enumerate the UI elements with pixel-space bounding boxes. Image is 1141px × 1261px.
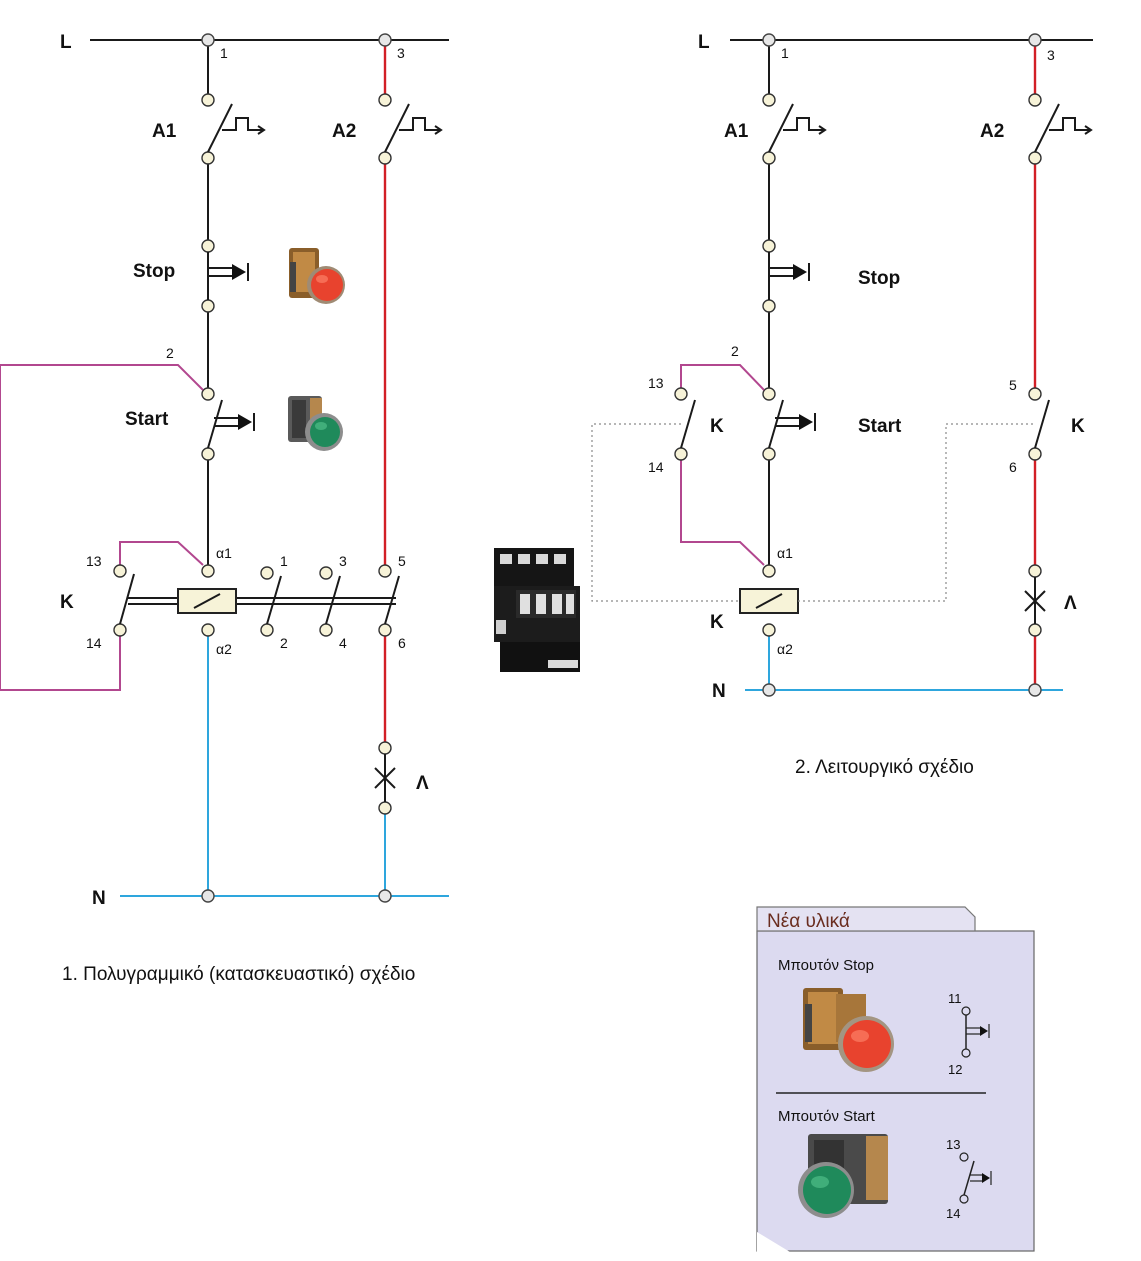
multiline-diagram: L N 1 3 A1 A2 bbox=[0, 32, 449, 985]
stop-label-2: Stop bbox=[858, 268, 900, 289]
k-coil: α1 α2 K bbox=[710, 545, 799, 657]
start-label-2: Start bbox=[858, 416, 902, 437]
wire-2-label: 2 bbox=[166, 345, 174, 361]
a1-timer-switch: A1 bbox=[152, 93, 266, 165]
node-3-label: 3 bbox=[397, 45, 405, 61]
node-3-label-2: 3 bbox=[1047, 47, 1055, 63]
lamp-label: Λ bbox=[416, 773, 429, 794]
contact-1-label: 1 bbox=[280, 553, 288, 569]
caption-2: 2. Λειτουργικό σχέδιο bbox=[795, 757, 974, 778]
n-label: N bbox=[92, 888, 106, 909]
new-materials-panel: Νέα υλικά Μπουτόν Stop 11 12 Μπουτόν Sta… bbox=[756, 906, 1035, 1252]
stop-button-photo bbox=[803, 988, 894, 1072]
k-right-label: K bbox=[1071, 416, 1085, 437]
stop-pushbutton-symbol: Stop bbox=[133, 239, 249, 313]
stop-t12-label: 12 bbox=[948, 1062, 962, 1077]
contactor-icon bbox=[494, 548, 580, 672]
start-button-photo bbox=[798, 1134, 888, 1218]
k-main-contact: 5 6 K bbox=[1009, 377, 1085, 475]
self-hold-wire-inner bbox=[119, 541, 204, 571]
a2-label: A2 bbox=[332, 121, 356, 142]
mechanical-link-right bbox=[798, 423, 1035, 602]
k-coil-label: K bbox=[710, 612, 724, 633]
wire-2-label-2: 2 bbox=[731, 343, 739, 359]
a1-label-2: A1 bbox=[724, 121, 749, 142]
contact-5-label: 5 bbox=[398, 553, 406, 569]
node-3-2 bbox=[1028, 33, 1042, 47]
coil-a1-label-2: α1 bbox=[777, 545, 793, 561]
k14-label-2: 14 bbox=[648, 459, 664, 475]
self-hold-wire-outer bbox=[0, 364, 204, 691]
node-3 bbox=[378, 33, 392, 47]
l-label-2: L bbox=[698, 32, 710, 53]
mechanical-link-left bbox=[591, 423, 740, 602]
start-label: Start bbox=[125, 409, 169, 430]
start-button-title: Μπουτόν Start bbox=[778, 1108, 876, 1125]
lamp-label-2: Λ bbox=[1064, 593, 1077, 614]
a2-timer-switch: A2 bbox=[332, 93, 443, 165]
node-1-2 bbox=[762, 33, 776, 47]
contact-4-label: 4 bbox=[339, 635, 347, 651]
start-pushbutton-symbol: Start bbox=[125, 387, 255, 461]
k-left-label: K bbox=[710, 416, 724, 437]
functional-diagram: L N 1 3 A1 A2 bbox=[591, 32, 1093, 778]
node-1-label-2: 1 bbox=[781, 45, 789, 61]
l-label: L bbox=[60, 32, 72, 53]
contact-6-label: 6 bbox=[398, 635, 406, 651]
start-t13-label: 13 bbox=[946, 1137, 960, 1152]
n-node-right bbox=[378, 889, 392, 903]
k13-label: 13 bbox=[86, 553, 102, 569]
stop-button-title: Μπουτόν Stop bbox=[778, 957, 874, 974]
a2-label-2: A2 bbox=[980, 121, 1004, 142]
green-pushbutton-icon bbox=[288, 396, 343, 451]
start-t14-label: 14 bbox=[946, 1206, 960, 1221]
a2-timer-switch-2: A2 bbox=[980, 93, 1093, 165]
contact-2-label: 2 bbox=[280, 635, 288, 651]
caption-1: 1. Πολυγραμμικό (κατασκευαστικό) σχέδιο bbox=[62, 964, 415, 985]
k13-label-2: 13 bbox=[648, 375, 664, 391]
start-no-contact-symbol: 13 14 bbox=[946, 1137, 992, 1221]
coil-a2-label: α2 bbox=[216, 641, 232, 657]
coil-a1-label: α1 bbox=[216, 545, 232, 561]
coil-a2-label-2: α2 bbox=[777, 641, 793, 657]
neutral-wire bbox=[120, 630, 449, 897]
node-1-label: 1 bbox=[220, 45, 228, 61]
panel-title: Νέα υλικά bbox=[767, 911, 850, 932]
red-pushbutton-icon bbox=[289, 248, 345, 304]
stop-label: Stop bbox=[133, 261, 175, 282]
n-node-left bbox=[201, 889, 215, 903]
n-node-right-2 bbox=[1028, 683, 1042, 697]
k-label: K bbox=[60, 592, 74, 613]
node-1 bbox=[201, 33, 215, 47]
lamp-symbol-2: Λ bbox=[1024, 564, 1077, 637]
stop-nc-contact-symbol: 11 12 bbox=[948, 991, 990, 1077]
k6-label-2: 6 bbox=[1009, 459, 1017, 475]
neutral-wire-2 bbox=[745, 630, 1063, 691]
a1-label: A1 bbox=[152, 121, 177, 142]
contact-3-label: 3 bbox=[339, 553, 347, 569]
stop-pushbutton-symbol-2: Stop bbox=[762, 239, 900, 313]
contactor-k-symbol: 13 14 K α1 α2 1 2 3 4 5 6 bbox=[60, 545, 406, 657]
k5-label-2: 5 bbox=[1009, 377, 1017, 393]
n-label-2: N bbox=[712, 681, 726, 702]
n-node-left-2 bbox=[762, 683, 776, 697]
k14-label: 14 bbox=[86, 635, 102, 651]
start-pushbutton-symbol-2: Start bbox=[762, 387, 902, 461]
k-auxiliary-contact: 13 14 K bbox=[648, 364, 765, 566]
stop-t11-label: 11 bbox=[948, 991, 962, 1006]
a1-timer-switch-2: A1 bbox=[724, 93, 827, 165]
lamp-symbol: Λ bbox=[374, 741, 429, 815]
